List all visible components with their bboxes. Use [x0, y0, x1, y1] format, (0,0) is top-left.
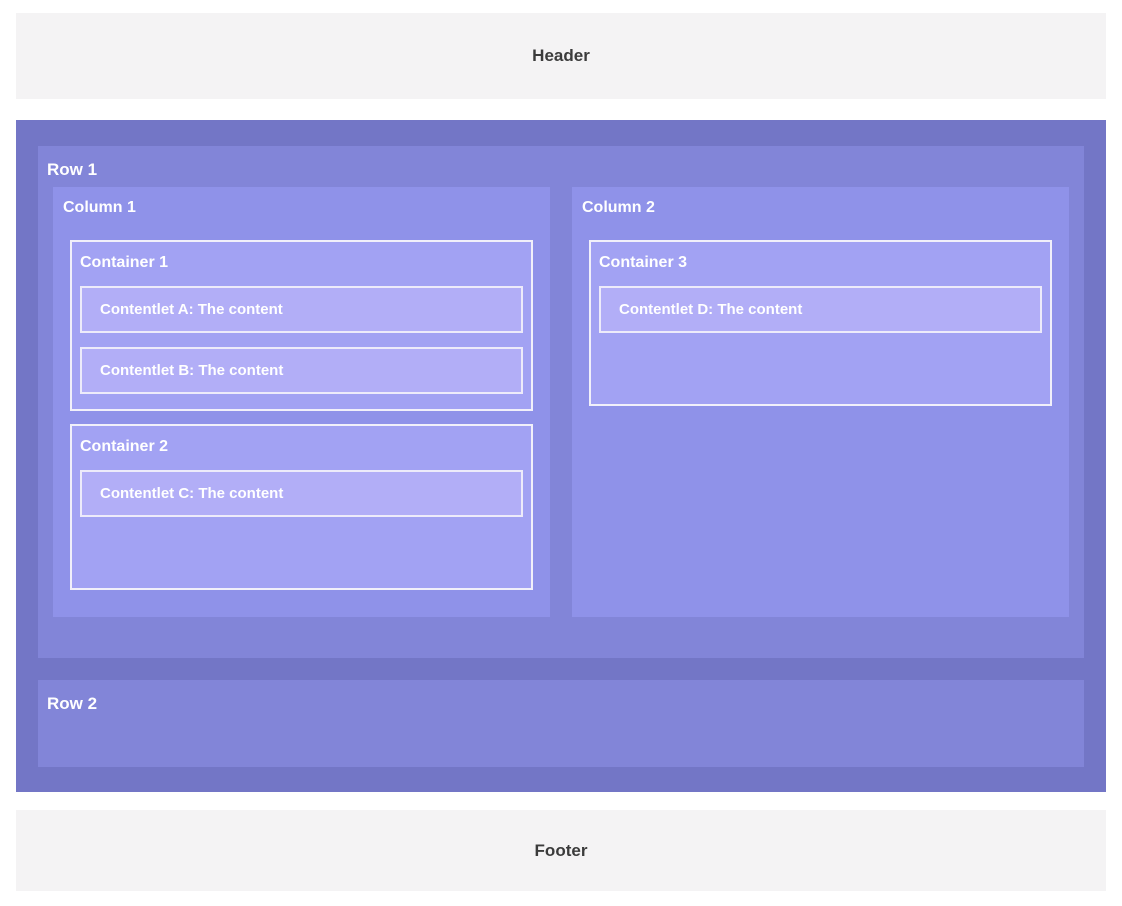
contentlet-c: Contentlet C: The content — [80, 470, 523, 517]
container-2: Container 2 Contentlet C: The content — [70, 424, 533, 590]
contentlet-d-text: Contentlet D: The content — [619, 301, 803, 318]
header-label: Header — [532, 46, 590, 65]
row-1-columns: Column 1 Container 1 Contentlet A: The c… — [53, 187, 1069, 617]
contentlet-b: Contentlet B: The content — [80, 347, 523, 394]
column-1: Column 1 Container 1 Contentlet A: The c… — [53, 187, 550, 617]
contentlet-c-text: Contentlet C: The content — [100, 485, 284, 502]
page-body: Row 1 Column 1 Container 1 Contentlet A:… — [16, 120, 1106, 792]
footer-label: Footer — [534, 840, 588, 860]
container-3: Container 3 Contentlet D: The content — [589, 240, 1052, 406]
contentlet-d: Contentlet D: The content — [599, 286, 1042, 333]
container-1-label: Container 1 — [80, 254, 169, 271]
site-footer: Footer — [16, 810, 1106, 891]
column-2: Column 2 Container 3 Contentlet D: The c… — [572, 187, 1069, 617]
row-1: Row 1 Column 1 Container 1 Contentlet A:… — [38, 146, 1084, 658]
contentlet-b-text: Contentlet B: The content — [100, 362, 284, 379]
column-2-label: Column 2 — [582, 199, 655, 216]
site-header: Header — [16, 13, 1106, 99]
row-2-label: Row 2 — [47, 694, 98, 713]
column-1-label: Column 1 — [63, 199, 136, 216]
contentlet-a: Contentlet A: The content — [80, 286, 523, 333]
row-1-label: Row 1 — [47, 160, 98, 179]
container-2-label: Container 2 — [80, 438, 169, 455]
container-3-label: Container 3 — [599, 254, 688, 271]
contentlet-a-text: Contentlet A: The content — [100, 301, 283, 318]
row-2: Row 2 — [38, 680, 1084, 767]
container-1: Container 1 Contentlet A: The content Co… — [70, 240, 533, 411]
